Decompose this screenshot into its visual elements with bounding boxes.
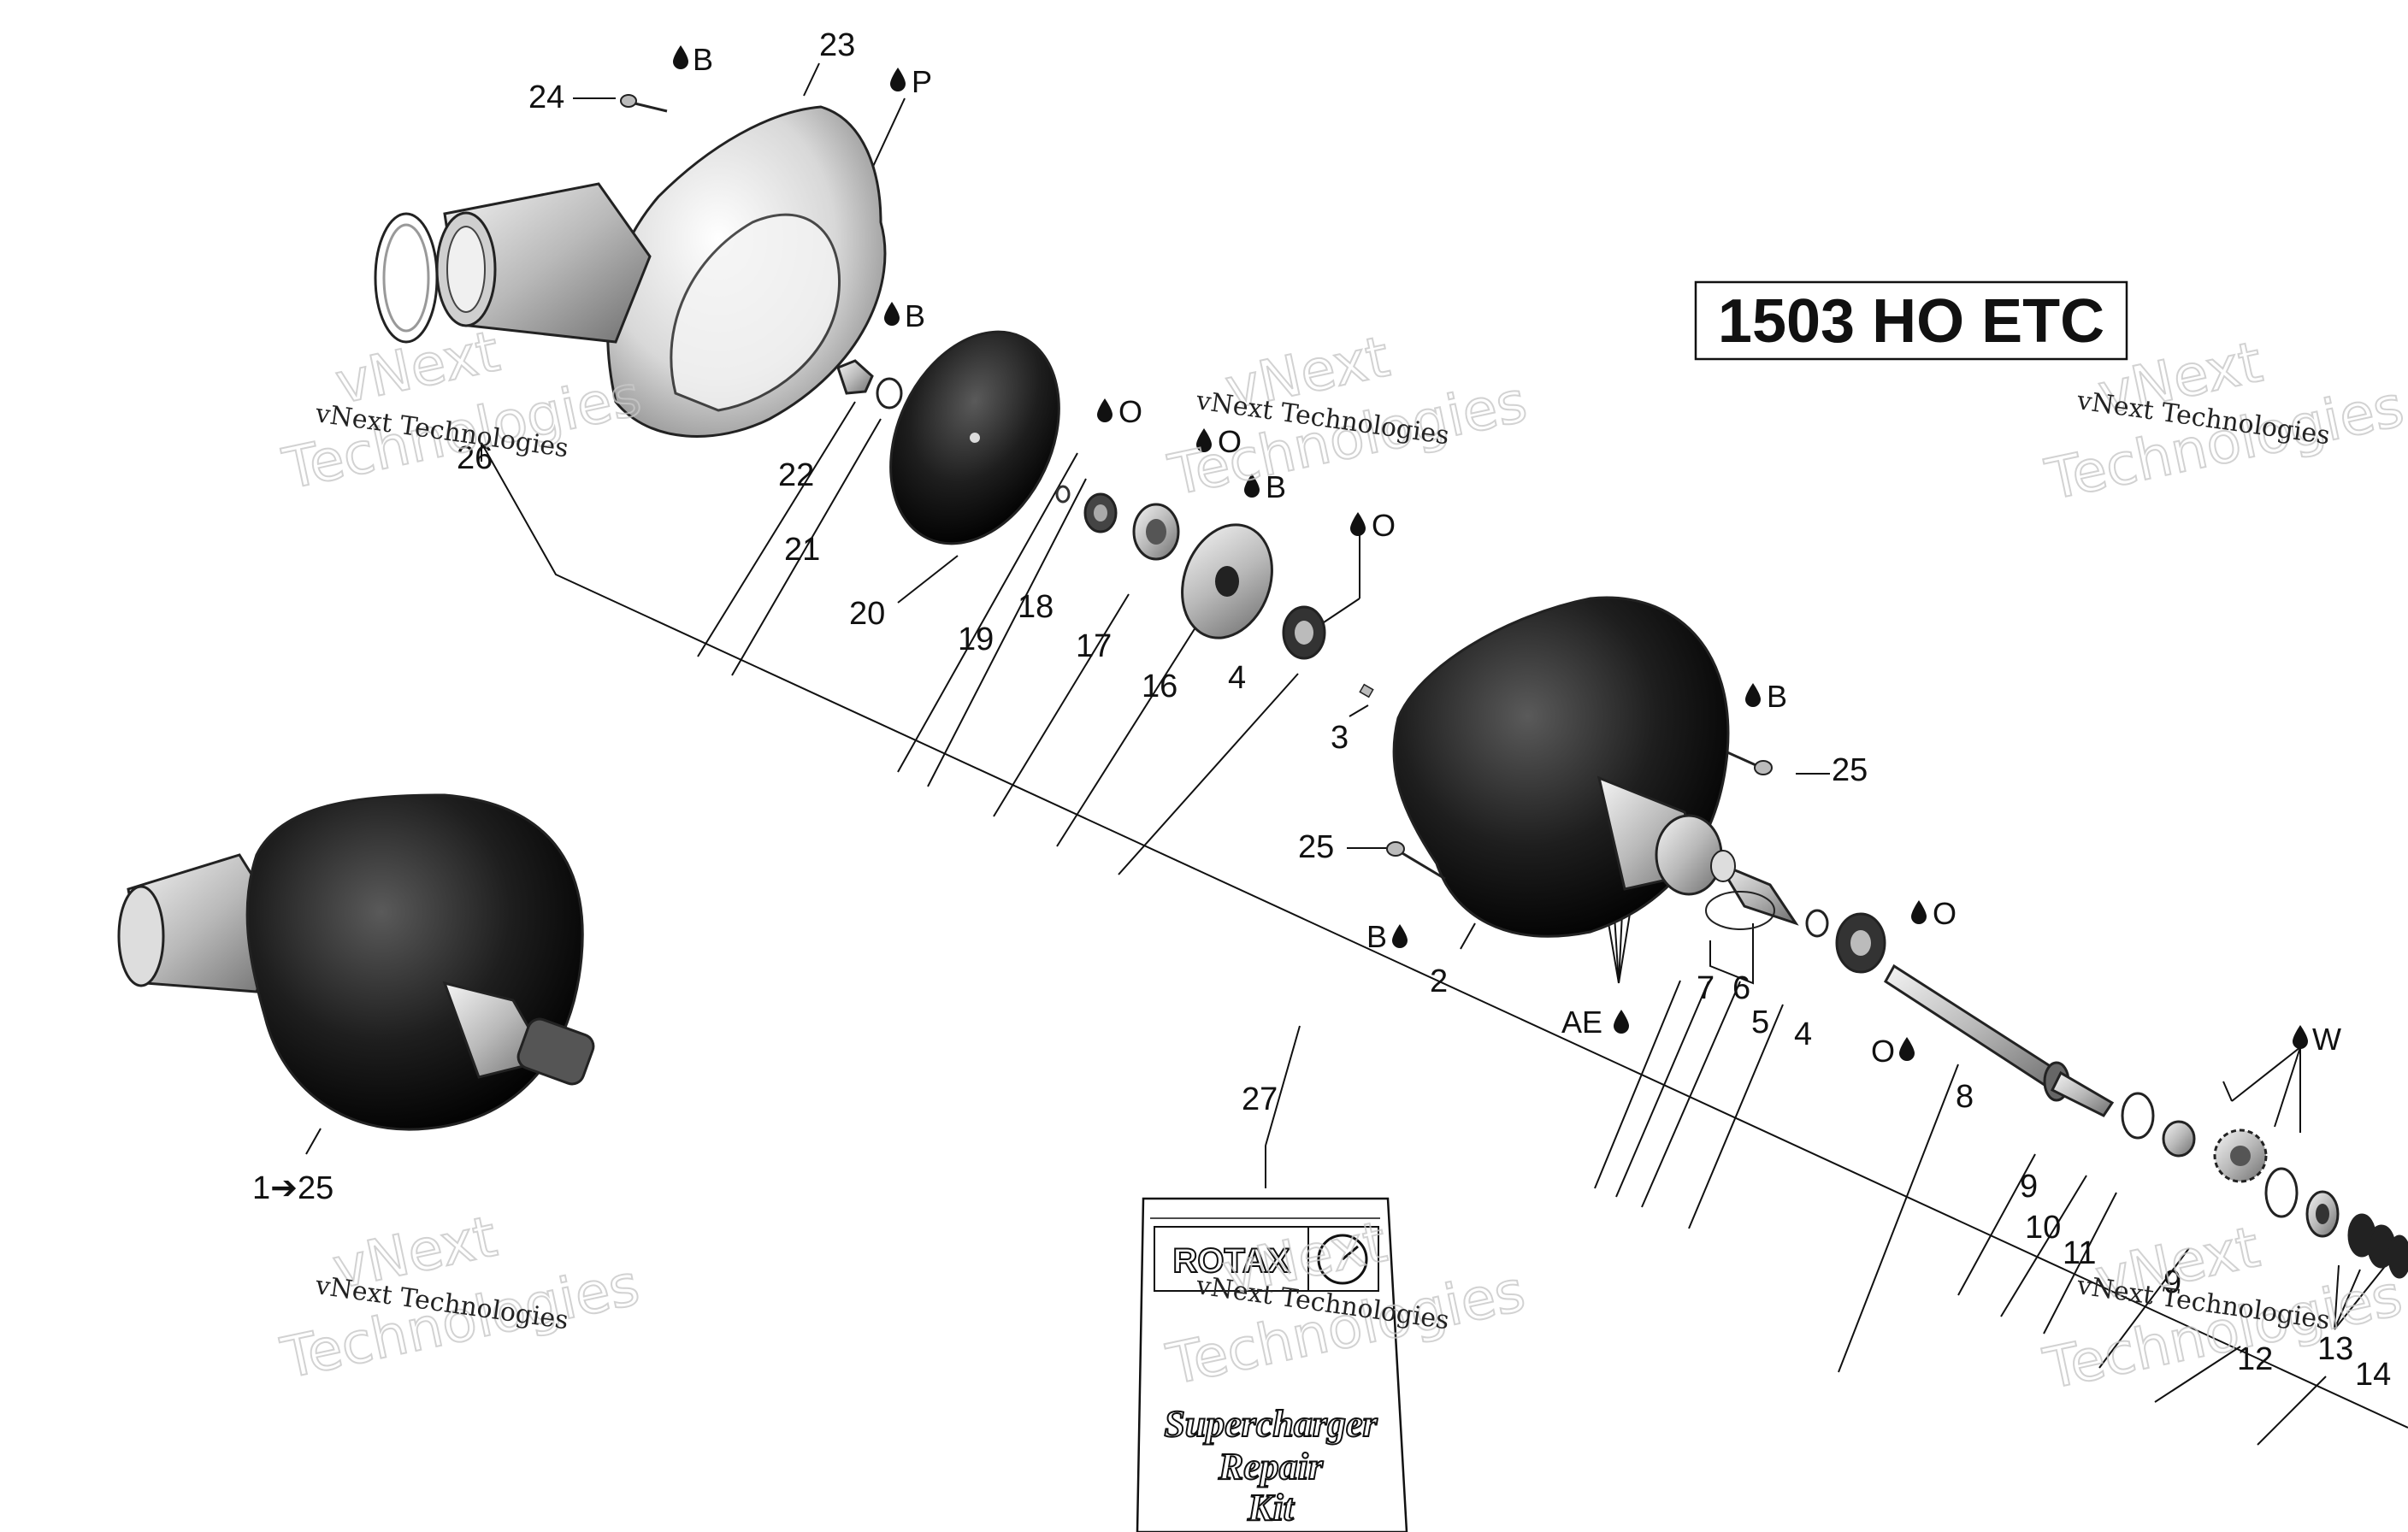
callout-12: 12 bbox=[2237, 1341, 2273, 1377]
impeller bbox=[889, 330, 1060, 545]
leader-lines bbox=[305, 62, 2408, 1446]
o-ring-7 bbox=[1705, 891, 1775, 930]
callout-25b: 25 bbox=[1298, 829, 1334, 865]
spacer-10 bbox=[2162, 1120, 2196, 1158]
washer-12 bbox=[2305, 1190, 2340, 1238]
screw-25-left bbox=[1386, 841, 1446, 881]
callout-25a: 25 bbox=[1832, 752, 1868, 788]
kit-line-1: Supercharger bbox=[1164, 1403, 1378, 1445]
shaft-8 bbox=[1884, 963, 2115, 1117]
callout-10: 10 bbox=[2025, 1210, 2061, 1246]
drop-icon bbox=[673, 45, 688, 69]
ring-9b bbox=[2264, 1167, 2299, 1218]
lube-o-2: O bbox=[1218, 424, 1242, 459]
callout-9a: 9 bbox=[2020, 1169, 2038, 1205]
callout-21: 21 bbox=[784, 532, 820, 568]
bearing-4-lower bbox=[1835, 912, 1886, 974]
callout-5: 5 bbox=[1751, 1005, 1769, 1040]
callout-2: 2 bbox=[1430, 963, 1448, 999]
lube-o-1: O bbox=[1118, 394, 1142, 429]
callout-3: 3 bbox=[1331, 720, 1349, 756]
lube-o-4: O bbox=[1933, 896, 1956, 931]
drop-icon bbox=[1392, 924, 1408, 948]
lube-b-3: B bbox=[1266, 469, 1286, 504]
screw-25-right bbox=[1726, 751, 1773, 775]
lube-b-1: B bbox=[693, 42, 713, 77]
washer-5 bbox=[1805, 909, 1829, 938]
drop-icon bbox=[1097, 398, 1113, 422]
callout-1-25: 1➔25 bbox=[252, 1170, 333, 1206]
callout-26: 26 bbox=[457, 440, 493, 476]
callout-18: 18 bbox=[1018, 589, 1054, 625]
callout-27: 27 bbox=[1242, 1081, 1278, 1117]
callout-23: 23 bbox=[819, 27, 855, 63]
intake-seal-ring bbox=[374, 212, 439, 344]
drop-icon bbox=[890, 68, 906, 91]
callout-19: 19 bbox=[958, 622, 994, 657]
drop-icon bbox=[1911, 900, 1927, 924]
callout-20: 20 bbox=[849, 596, 885, 632]
model-title-box: 1503 HO ETC bbox=[1694, 280, 2128, 361]
washer-disc-16 bbox=[1181, 523, 1273, 639]
drop-icon bbox=[2293, 1025, 2308, 1049]
lube-p: P bbox=[912, 64, 932, 99]
callout-13: 13 bbox=[2317, 1331, 2353, 1367]
lube-b-4: B bbox=[1767, 679, 1787, 714]
screw-24 bbox=[620, 94, 668, 113]
callout-11: 11 bbox=[2063, 1235, 2096, 1271]
callout-labels: 1➔25 2 3 4 4 5 6 7 8 9 9 10 11 12 13 14 … bbox=[252, 27, 2391, 1393]
lube-w: W bbox=[2312, 1022, 2341, 1057]
washer-21 bbox=[876, 377, 903, 410]
callout-4b: 4 bbox=[1794, 1016, 1812, 1052]
callout-7: 7 bbox=[1697, 970, 1715, 1006]
callout-24: 24 bbox=[528, 80, 564, 115]
seal-17 bbox=[1083, 492, 1118, 533]
kit-brand: ROTAX bbox=[1172, 1242, 1290, 1280]
supercharger-housing-cover bbox=[435, 105, 887, 438]
o-ring-18 bbox=[1055, 485, 1071, 504]
sleeve-6 bbox=[1710, 850, 1799, 926]
callout-16: 16 bbox=[1142, 669, 1177, 704]
assembled-supercharger bbox=[117, 793, 595, 1131]
repair-kit-box: ROTAX Supercharger Repair Kit bbox=[1136, 1197, 1408, 1532]
lube-b-5: B bbox=[1366, 919, 1387, 954]
callout-9b: 9 bbox=[2163, 1264, 2181, 1300]
drop-icon bbox=[1745, 683, 1761, 707]
lube-o-3: O bbox=[1372, 508, 1396, 543]
callout-6: 6 bbox=[1732, 970, 1750, 1006]
pin-3 bbox=[1359, 683, 1374, 698]
kit-line-2: Repair bbox=[1218, 1446, 1324, 1488]
callout-4a: 4 bbox=[1228, 660, 1246, 696]
drop-icon bbox=[884, 302, 900, 326]
drop-icon bbox=[1899, 1037, 1915, 1061]
bearing-16-seal bbox=[1132, 503, 1180, 561]
drop-icon bbox=[1614, 1010, 1629, 1034]
gear-11 bbox=[2213, 1128, 2268, 1183]
drop-icon bbox=[1350, 512, 1366, 536]
callout-17: 17 bbox=[1076, 628, 1112, 664]
callout-22: 22 bbox=[778, 457, 814, 493]
kit-line-3: Kit bbox=[1247, 1487, 1295, 1529]
springs-13 bbox=[2347, 1213, 2408, 1279]
callout-14: 14 bbox=[2355, 1357, 2391, 1393]
lube-b-2: B bbox=[905, 298, 925, 333]
lube-ae: AE bbox=[1561, 1005, 1602, 1040]
ring-9a bbox=[2121, 1092, 2155, 1140]
bearing-4-upper bbox=[1282, 605, 1326, 660]
model-title: 1503 HO ETC bbox=[1718, 287, 2104, 356]
impeller-nut bbox=[836, 359, 874, 395]
supercharger-housing bbox=[1392, 596, 1730, 938]
lube-o-5: O bbox=[1871, 1034, 1895, 1069]
callout-8: 8 bbox=[1956, 1079, 1974, 1115]
lubricant-markers: B P B O O B O B B AE O O W bbox=[673, 42, 2341, 1069]
